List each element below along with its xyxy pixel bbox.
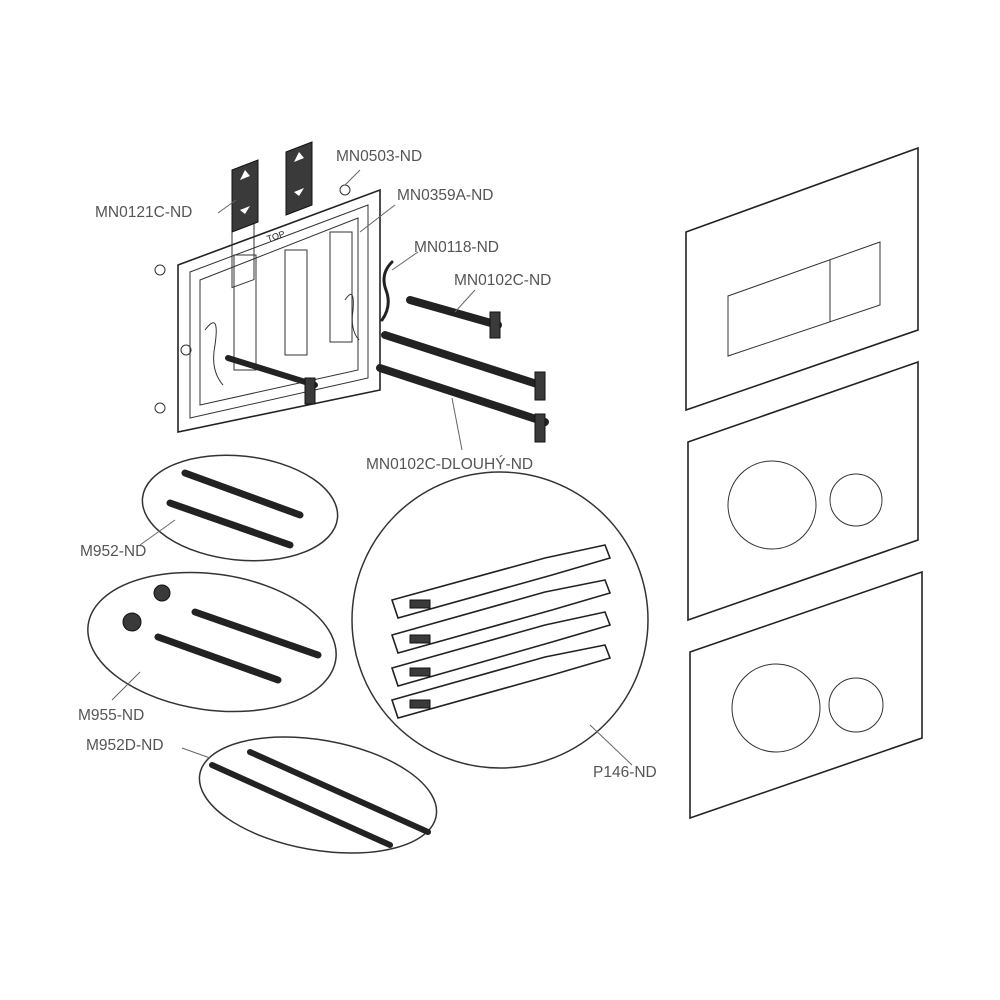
rod-m955-1 (191, 608, 322, 659)
leader-lines (111, 169, 633, 766)
card-stack-p146 (390, 544, 612, 719)
rod-m952-2 (166, 499, 294, 549)
group-ellipse-m955 (87, 571, 337, 713)
label-m955: M955-ND (78, 707, 144, 724)
label-mn0118: MN0118-ND (414, 239, 499, 256)
toothed-bar-long-mn0102c-dlouhy (376, 364, 549, 443)
flush-plate-round-1 (687, 360, 919, 622)
label-p146: P146-ND (593, 764, 657, 781)
label-mn0359a: MN0359A-ND (397, 187, 493, 204)
rod-m955-2 (154, 633, 282, 684)
cap-m955-2 (122, 612, 142, 632)
label-mn0121c: MN0121C-ND (95, 204, 192, 221)
clip-part-mn0121c (231, 141, 313, 233)
label-m952d: M952D-ND (86, 737, 164, 754)
flush-plate-round-2 (689, 570, 923, 820)
rod-m952d-1 (247, 749, 431, 835)
cap-m955-1 (153, 584, 171, 602)
flush-plate-rectangular (685, 146, 919, 412)
label-mn0503: MN0503-ND (336, 148, 422, 165)
group-ellipse-m952 (141, 454, 339, 562)
rod-m952d-2 (209, 762, 393, 848)
group-circle-p146 (351, 471, 649, 769)
bracket-part-mn0118 (380, 260, 394, 322)
label-mn0102c: MN0102C-ND (454, 272, 551, 289)
toothed-bar-short-mn0102c (406, 296, 502, 339)
group-ellipse-m952d (198, 736, 438, 854)
label-m952: M952-ND (80, 543, 146, 560)
rod-m952-1 (181, 469, 304, 519)
toothed-bar-medium (381, 331, 546, 401)
mounting-frame: TOP (154, 168, 381, 433)
label-mn0102c-long: MN0102C-DLOUHÝ-ND (366, 456, 533, 473)
